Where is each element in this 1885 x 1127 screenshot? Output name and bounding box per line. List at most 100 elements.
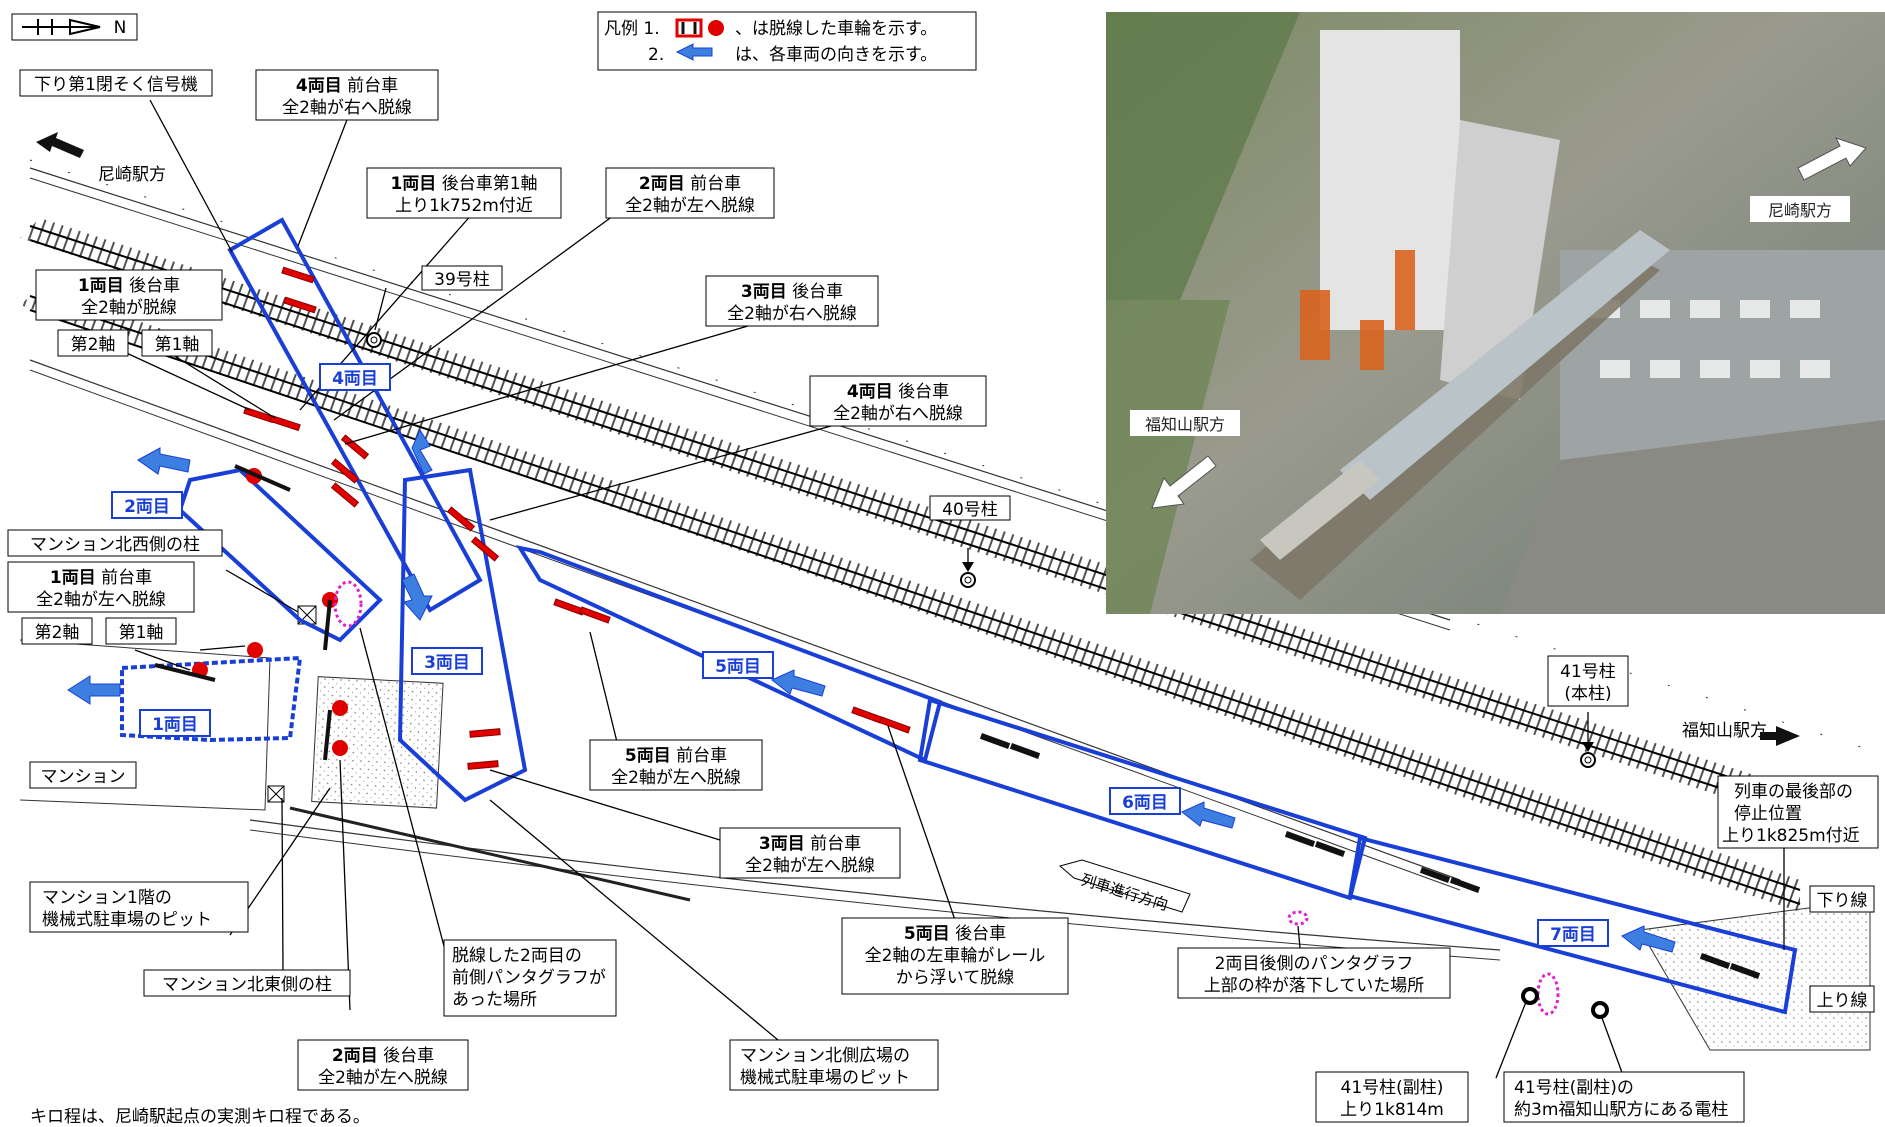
callout-pole-41-elec: 41号柱(副柱)の 約3m福知山駅方にある電柱	[1503, 1071, 1745, 1123]
callout-car1-rear-axle1-small: 第1軸	[141, 329, 213, 357]
callout-car1-front-axle1: 第1軸	[105, 617, 177, 645]
car-7-label: 7両目	[1550, 925, 1596, 945]
callout-mansion-ne-pillar: マンション北東側の柱	[143, 969, 351, 997]
car-2-arrow	[137, 447, 191, 475]
pole-markers	[366, 332, 1609, 1019]
car-direction-arrows	[67, 428, 1676, 953]
label-down-line: 下り線	[1809, 885, 1875, 913]
svg-text:マンション1階の: マンション1階の	[42, 888, 172, 908]
svg-text:第2軸: 第2軸	[35, 623, 80, 643]
car-5-arrow	[771, 669, 826, 697]
callout-car5-rear: 5両目 後台車 全2軸の左車輪がレール から浮いて脱線	[841, 917, 1069, 995]
car-4-label: 4両目	[332, 369, 378, 389]
callout-pole-39: 39号柱	[421, 265, 503, 291]
svg-text:41号柱(副柱): 41号柱(副柱)	[1341, 1078, 1444, 1098]
amagasaki-direction-arrow	[36, 132, 84, 158]
callout-car2-front: 2両目 前台車 全2軸が左へ脱線	[605, 167, 775, 219]
car-1-label: 1両目	[152, 715, 198, 735]
svg-text:マンション北側広場の: マンション北側広場の	[740, 1046, 910, 1066]
track-up-line	[20, 288, 1801, 912]
fukuchiyama-direction-arrow	[1760, 726, 1800, 746]
callout-pantograph-front: 脱線した2両目の 前側パンタグラフが あった場所	[443, 939, 617, 1017]
callout-mansion-pit: マンション1階の 機械式駐車場のピット	[29, 881, 249, 933]
svg-text:40号柱: 40号柱	[942, 500, 998, 520]
callout-car2-rear: 2両目 後台車 全2軸が左へ脱線	[297, 1039, 469, 1091]
photo-arrow-amagasaki	[1797, 137, 1867, 181]
pole-41-elec-mark	[1591, 1001, 1609, 1019]
car-3-arrow	[401, 573, 433, 621]
svg-text:上り1k814m: 上り1k814m	[1340, 1100, 1444, 1120]
car-4-outline	[227, 217, 483, 613]
svg-text:2両目後側のパンタグラフ: 2両目後側のパンタグラフ	[1215, 954, 1414, 974]
callout-car3-front: 3両目 前台車 全2軸が左へ脱線	[719, 827, 901, 879]
car1-body-marks	[154, 464, 332, 761]
car-6-arrow	[1181, 801, 1236, 829]
on-rail-wheelsets	[979, 733, 1761, 979]
pole-39-mark	[366, 332, 382, 348]
callout-car1-rear-axle2: 第2軸	[57, 329, 129, 357]
callout-pole-41: 41号柱 (本柱)	[1547, 655, 1629, 707]
svg-text:41号柱: 41号柱	[1560, 662, 1616, 682]
svg-text:マンション: マンション	[41, 767, 126, 787]
svg-text:全2軸が左へ脱線: 全2軸が左へ脱線	[318, 1068, 448, 1088]
car-5-label: 5両目	[715, 657, 761, 677]
svg-text:上部の枠が落下していた場所: 上部の枠が落下していた場所	[1204, 976, 1425, 996]
mansion-outline	[19, 639, 271, 811]
mansion-plaza-pit	[311, 676, 444, 809]
callout-car4-front: 4両目 前台車 全2軸が右へ脱線	[255, 69, 439, 121]
car-3-label: 3両目	[424, 653, 470, 673]
car-7-arrow	[1621, 925, 1676, 953]
callout-car4-rear: 4両目 後台車 全2軸が右へ脱線	[809, 375, 987, 427]
legend-line2-suffix: は、各車両の向きを示す。	[735, 45, 937, 65]
svg-text:上り線: 上り線	[1817, 991, 1868, 1011]
legend-line2-prefix: 2.	[648, 45, 664, 65]
callout-pole-41-sub: 41号柱(副柱) 上り1k814m	[1315, 1071, 1469, 1123]
callout-mansion-nw-pillar: マンション北西側の柱	[7, 529, 223, 557]
svg-text:機械式駐車場のピット: 機械式駐車場のピット	[42, 910, 212, 930]
svg-text:あった場所: あった場所	[452, 990, 537, 1010]
svg-text:約3m福知山駅方にある電柱: 約3m福知山駅方にある電柱	[1514, 1100, 1728, 1120]
legend: 凡例 1. 、は脱線した車輪を示す。 2. は、各車両の向きを示す。	[597, 11, 977, 71]
callout-car1-rear: 1両目 後台車 全2軸が脱線	[35, 269, 223, 321]
svg-text:(本柱): (本柱)	[1564, 684, 1611, 704]
svg-text:全2軸が脱線: 全2軸が脱線	[81, 298, 177, 318]
svg-text:列車の最後部の: 列車の最後部の	[1734, 782, 1853, 802]
svg-text:4両目 後台車: 4両目 後台車	[847, 382, 949, 402]
photo-label-amagasaki: 尼崎駅方	[1768, 201, 1832, 220]
compass-north-label: N	[114, 18, 127, 38]
callout-pole-40: 40号柱	[929, 495, 1011, 521]
svg-text:41号柱(副柱)の: 41号柱(副柱)の	[1514, 1078, 1634, 1098]
pole-41-sub-mark	[1521, 987, 1539, 1005]
photo-arrow-fukuchiyama	[1151, 455, 1217, 509]
car-5-outline	[515, 545, 943, 763]
svg-text:1両目 後台車: 1両目 後台車	[78, 276, 180, 296]
svg-text:2両目 後台車: 2両目 後台車	[332, 1046, 434, 1066]
pole-40-mark	[960, 572, 976, 588]
aerial-photo: 尼崎駅方 福知山駅方	[1106, 12, 1885, 614]
svg-text:全2軸の左車輪がレール: 全2軸の左車輪がレール	[865, 946, 1046, 966]
car-outlines	[120, 217, 1798, 1015]
svg-text:第2軸: 第2軸	[71, 335, 116, 355]
svg-text:全2軸が左へ脱線: 全2軸が左へ脱線	[611, 768, 741, 788]
callout-car3-rear: 3両目 後台車 全2軸が右へ脱線	[705, 275, 879, 327]
car-7-outline	[1347, 835, 1798, 1015]
svg-text:1両目 後台車第1軸: 1両目 後台車第1軸	[390, 174, 537, 194]
legend-line1-suffix: 、は脱線した車輪を示す。	[735, 19, 937, 39]
callout-pantograph-rear: 2両目後側のパンタグラフ 上部の枠が落下していた場所	[1177, 947, 1451, 999]
svg-text:停止位置: 停止位置	[1734, 804, 1802, 824]
derailed-wheelsets	[192, 266, 911, 770]
svg-text:脱線した2両目の: 脱線した2両目の	[452, 946, 582, 966]
track-down-line	[20, 218, 1801, 822]
label-up-line: 上り線	[1809, 985, 1875, 1013]
svg-text:5両目 後台車: 5両目 後台車	[904, 924, 1006, 944]
svg-text:上り1k825m付近: 上り1k825m付近	[1722, 826, 1860, 846]
svg-text:全2軸が左へ脱線: 全2軸が左へ脱線	[745, 856, 875, 876]
svg-text:全2軸が左へ脱線: 全2軸が左へ脱線	[36, 590, 166, 610]
svg-text:下り第1閉そく信号機: 下り第1閉そく信号機	[34, 75, 198, 95]
car-4-arrow	[411, 428, 433, 475]
car-6-label: 6両目	[1122, 793, 1168, 813]
svg-text:4両目 前台車: 4両目 前台車	[296, 76, 398, 96]
legend-arrow-icon	[675, 43, 713, 61]
svg-text:2両目 前台車: 2両目 前台車	[639, 174, 741, 194]
